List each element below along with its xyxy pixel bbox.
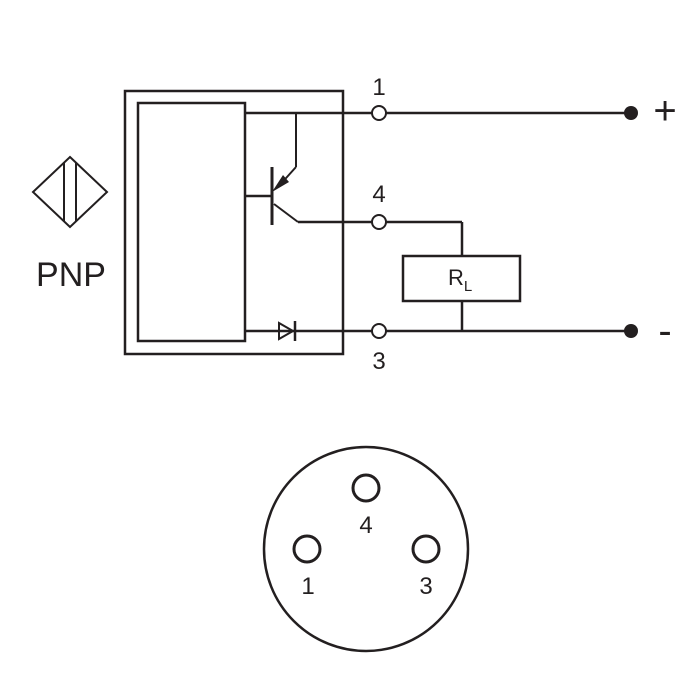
positive-supply-node bbox=[624, 106, 638, 120]
pnp-transistor-icon bbox=[245, 113, 372, 225]
connector-pinout bbox=[262, 445, 470, 653]
negative-polarity-label: - bbox=[658, 309, 671, 353]
inductive-sensor-icon bbox=[31, 155, 109, 229]
connector-pin-1-label: 1 bbox=[301, 573, 314, 600]
terminal-3 bbox=[371, 323, 387, 339]
connector-pin-1 bbox=[292, 534, 322, 564]
load-resistor-label: RL bbox=[448, 265, 472, 295]
diode-icon bbox=[278, 321, 297, 341]
connector-pin-4-label: 4 bbox=[359, 512, 372, 539]
connector-pin-3-label: 3 bbox=[419, 573, 432, 600]
connector-pin-4 bbox=[351, 473, 381, 503]
terminal-1-label: 1 bbox=[372, 74, 385, 101]
terminal-4-label: 4 bbox=[372, 181, 385, 208]
negative-supply-node bbox=[624, 324, 638, 338]
terminal-1 bbox=[371, 105, 387, 121]
terminal-3-label: 3 bbox=[372, 348, 385, 375]
load-resistor bbox=[401, 254, 522, 303]
positive-polarity-label: + bbox=[653, 89, 676, 133]
sensor-type-label: PNP bbox=[36, 256, 106, 294]
supply-negative-wire bbox=[245, 324, 638, 338]
connector-pin-3 bbox=[411, 534, 441, 564]
supply-positive-wire bbox=[245, 106, 638, 120]
terminal-4 bbox=[371, 214, 387, 230]
connector-face bbox=[262, 445, 470, 653]
output-wire bbox=[386, 220, 464, 331]
sensor-electronics-block bbox=[136, 101, 247, 343]
